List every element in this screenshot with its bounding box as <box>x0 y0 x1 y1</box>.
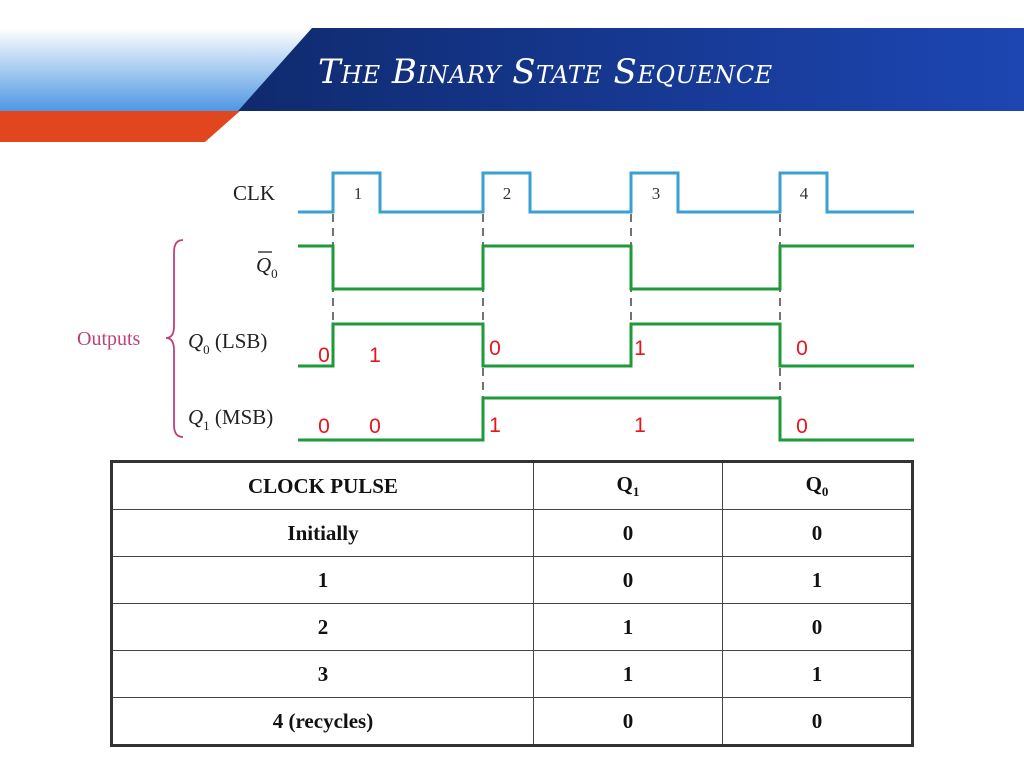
q0-bar-label: Q0 <box>256 251 278 281</box>
q1-value: 0 <box>796 415 808 438</box>
pulse-number: 1 <box>354 184 363 203</box>
q1-value: 1 <box>634 414 646 437</box>
cell-pulse: 3 <box>111 650 534 698</box>
cell-q0: 0 <box>721 697 914 746</box>
pulse-number: 2 <box>503 184 512 203</box>
q0-value: 1 <box>369 344 381 367</box>
q1-waveform <box>298 396 914 442</box>
timing-diagram: 1 2 3 4 CLK Q0 Q0 (LSB) Q1 (MSB) Outputs… <box>77 171 914 442</box>
outputs-label: Outputs <box>77 328 141 350</box>
q0-label: Q0 (LSB) <box>188 329 267 357</box>
header-clock-pulse: CLOCK PULSE <box>111 461 534 510</box>
q0-bar-waveform <box>298 244 914 291</box>
cell-q0: 1 <box>721 650 914 698</box>
cell-pulse: 1 <box>111 556 534 604</box>
q0-value: 0 <box>796 337 808 360</box>
header-graphic <box>0 28 1024 142</box>
clk-label: CLK <box>233 181 275 205</box>
q1-label: Q1 (MSB) <box>188 405 273 433</box>
cell-q1: 0 <box>532 509 723 557</box>
header-orange-accent <box>0 111 240 142</box>
outputs-brace <box>165 239 184 438</box>
header-q0: Q0 <box>721 461 914 510</box>
header-q1: Q1 <box>532 461 723 510</box>
header-dark-band <box>238 28 1024 111</box>
table-row: 4 (recycles) 0 0 <box>111 697 914 746</box>
table-row: 2 1 0 <box>111 603 914 651</box>
cell-q1: 0 <box>532 697 723 746</box>
cell-q0: 1 <box>721 556 914 604</box>
state-table: CLOCK PULSE Q1 Q0 Initially 0 0 1 0 1 2 … <box>110 460 914 747</box>
cell-q1: 1 <box>532 650 723 698</box>
clock-edge-guides <box>332 214 781 440</box>
q0-value: 0 <box>318 344 330 367</box>
q0-value: 1 <box>634 337 646 360</box>
table-header-row: CLOCK PULSE Q1 Q0 <box>111 461 914 510</box>
table-row: 1 0 1 <box>111 556 914 604</box>
q0-value: 0 <box>489 337 501 360</box>
cell-q0: 0 <box>721 603 914 651</box>
pulse-number: 3 <box>652 184 661 203</box>
page-title: The Binary State Sequence <box>318 52 773 92</box>
cell-pulse: Initially <box>111 509 534 557</box>
cell-pulse: 2 <box>111 603 534 651</box>
cell-q1: 0 <box>532 556 723 604</box>
clk-waveform <box>298 171 914 214</box>
q1-value: 1 <box>489 414 501 437</box>
header-banner: The Binary State Sequence <box>0 0 1024 145</box>
table-row: 3 1 1 <box>111 650 914 698</box>
pulse-number: 4 <box>800 184 809 203</box>
cell-q0: 0 <box>721 509 914 557</box>
q1-value: 0 <box>369 415 381 438</box>
cell-q1: 1 <box>532 603 723 651</box>
svg-text:Q0: Q0 <box>256 253 278 281</box>
q0-waveform <box>298 322 914 368</box>
q1-value: 0 <box>318 415 330 438</box>
table-row: Initially 0 0 <box>111 509 914 557</box>
cell-pulse: 4 (recycles) <box>111 697 534 746</box>
